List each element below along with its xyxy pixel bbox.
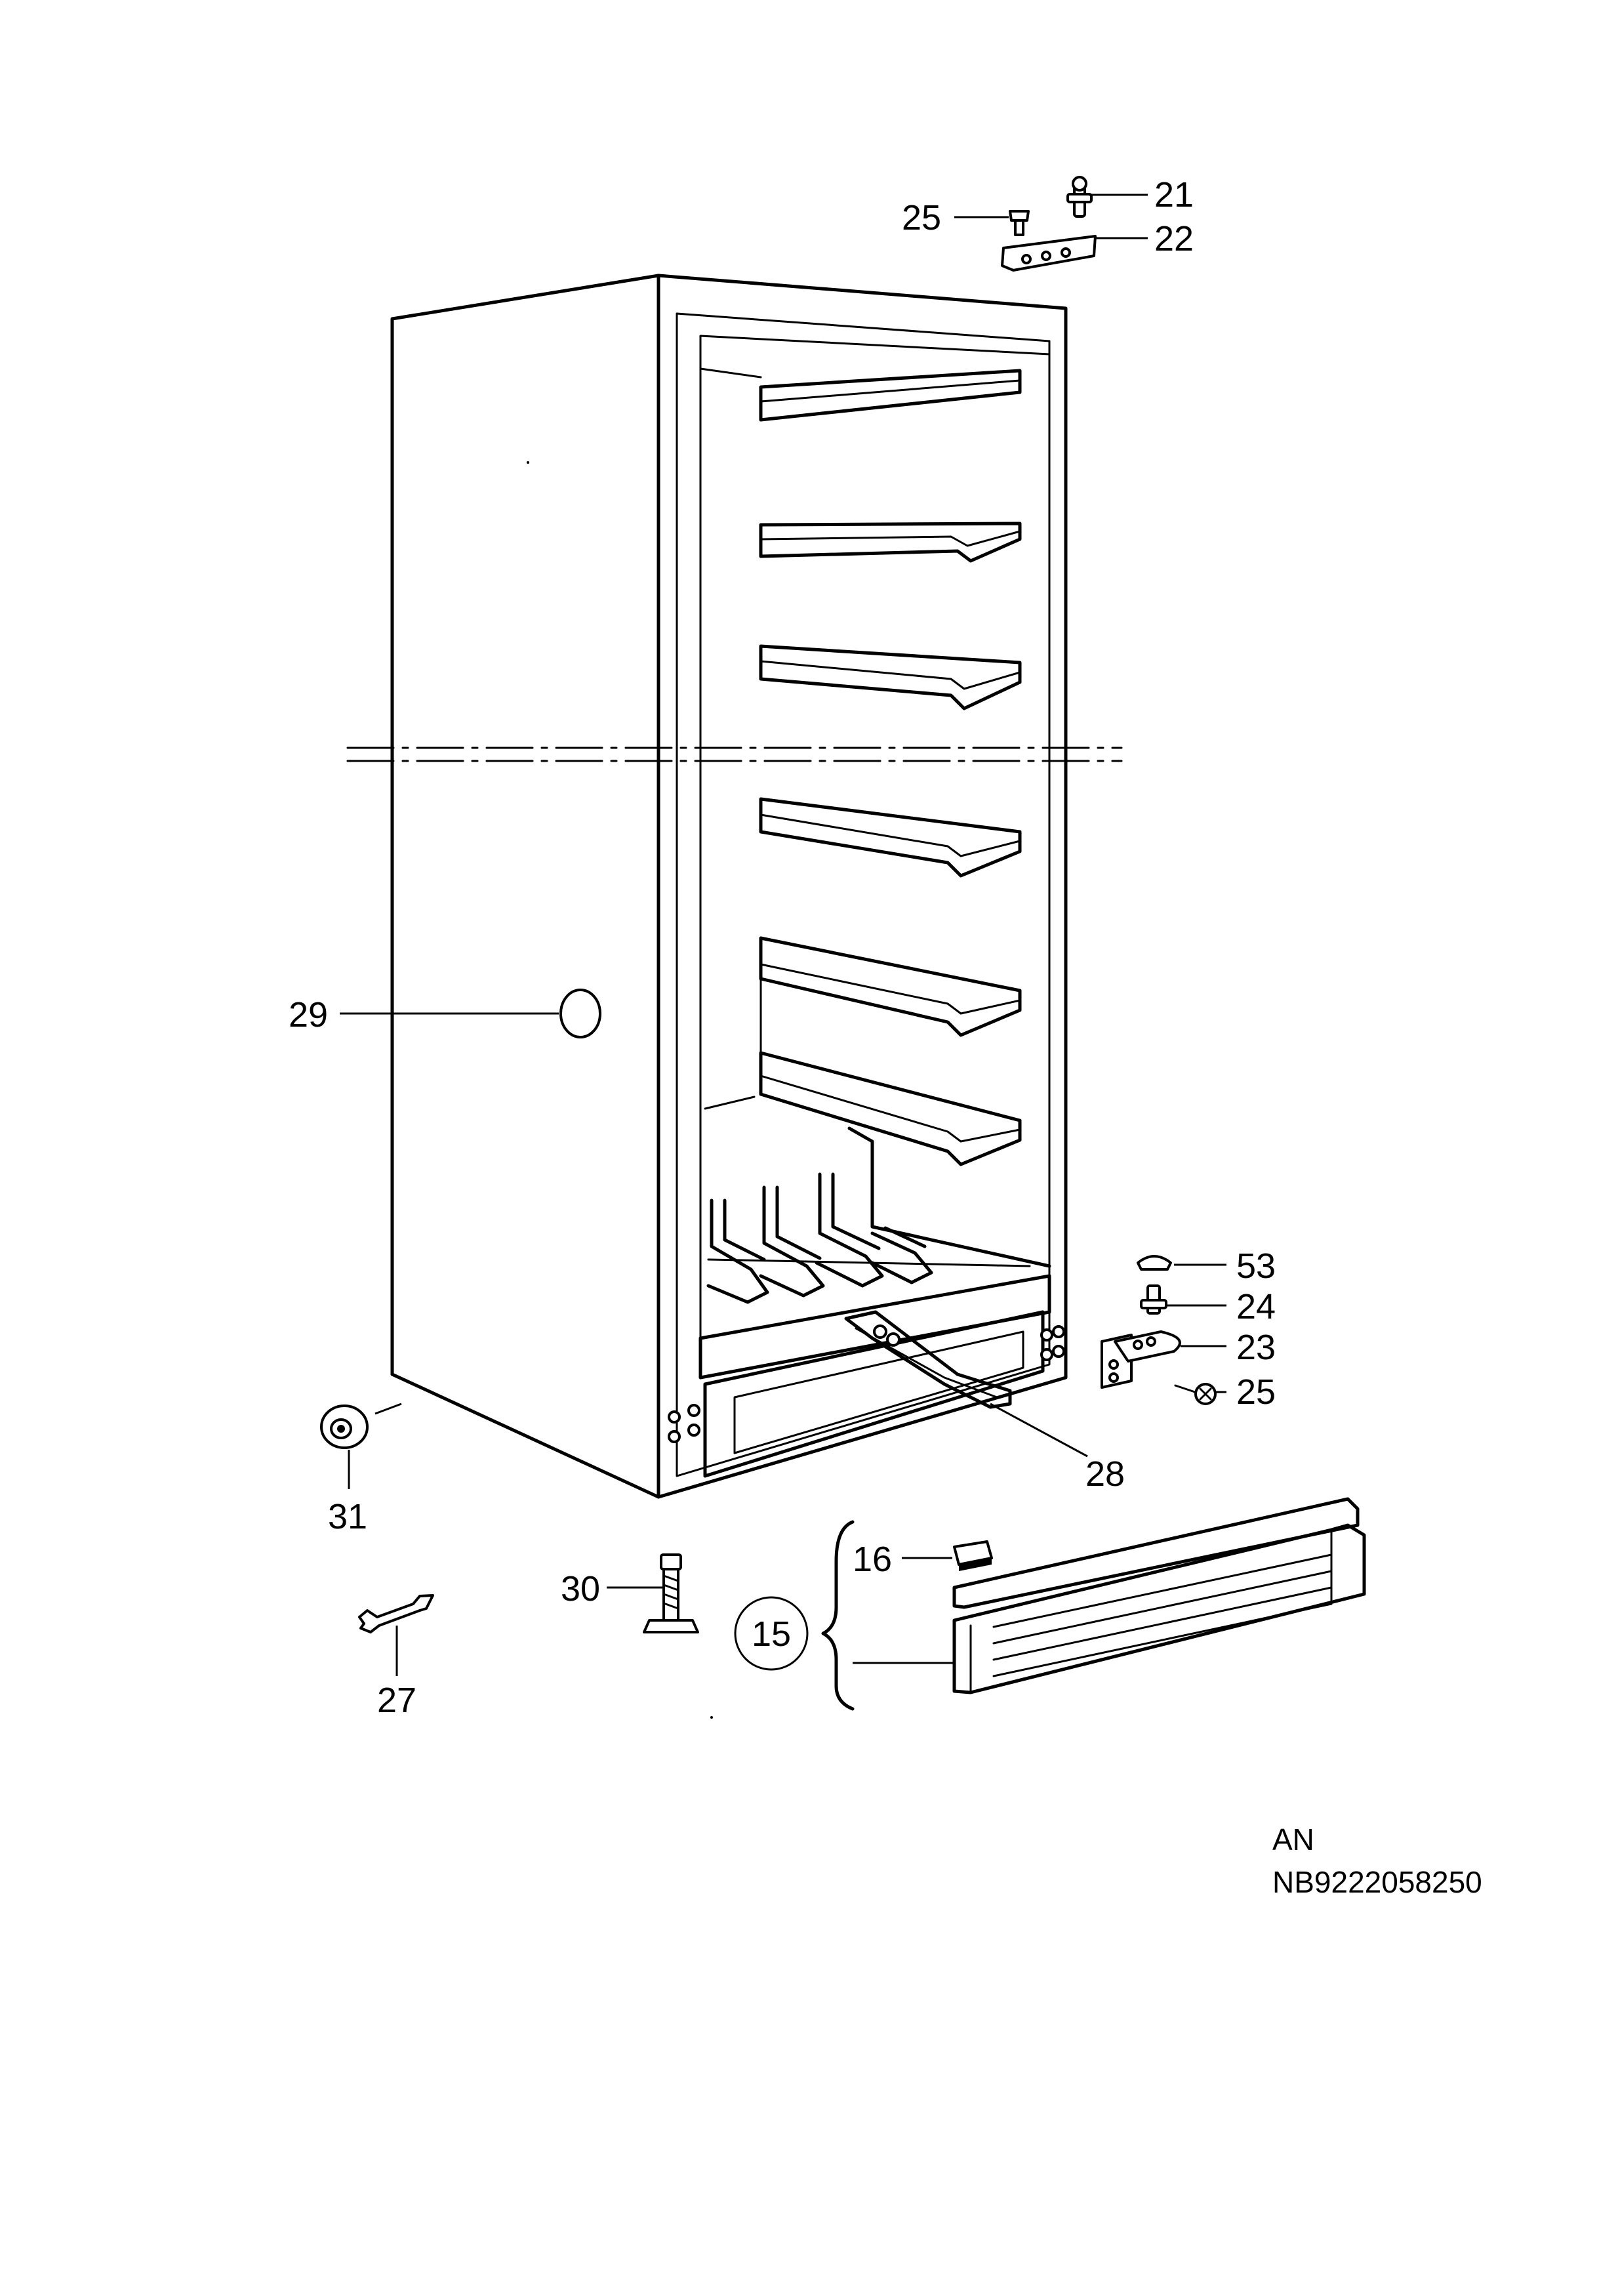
callout-28: 28 [1085,1454,1125,1494]
liner-back-edge [699,367,762,1110]
leader-28 [990,1403,1088,1458]
callout-27: 27 [377,1681,416,1720]
document-code: NB9222058250 [1272,1865,1482,1899]
part-15-kick-plate [952,1497,1366,1694]
callout-21: 21 [1154,175,1194,215]
part-53-cap [1137,1255,1172,1271]
speck-1 [527,461,529,464]
cabinet-front-frame-inner [676,312,1051,1477]
brace-15 [821,1520,855,1711]
shelf-rail-4 [759,797,1022,878]
shelf-rails [759,369,1022,1166]
callout-30: 30 [561,1569,600,1609]
part-31-foot [320,1404,369,1449]
cabinet-body [390,274,1068,1499]
frame-holes [668,1325,1065,1443]
callout-15: 15 [752,1614,791,1654]
cabinet-liner [699,335,1051,1340]
shelf-rail-1 [759,369,1022,422]
shelf-rail-2 [759,522,1022,563]
cabinet-front-frame [657,274,1068,1499]
callout-24: 24 [1236,1287,1276,1326]
shelf-rail-3 [759,644,1022,710]
callout-31: 31 [328,1497,367,1536]
callout-23: 23 [1236,1328,1276,1367]
callout-22: 22 [1154,219,1194,258]
part-24-pin [1140,1284,1167,1315]
evaporator-coils [706,1126,1051,1304]
callout-53: 53 [1236,1246,1276,1286]
part-22-top-hinge [1001,235,1097,272]
part-25-top-screw [1009,210,1030,236]
break-line [346,747,1123,762]
drain-channel [844,1310,1012,1409]
callout-16: 16 [853,1540,892,1579]
callout-15-circle [734,1596,809,1671]
part-27-spanner [358,1594,434,1633]
part-30-adjustable-foot [643,1553,699,1633]
callout-29: 29 [289,995,328,1035]
leader-31-a [374,1403,402,1415]
part-21-hinge-pin [1066,176,1093,218]
callout-25-top: 25 [902,198,941,237]
part-25-bottom-screw [1174,1383,1217,1405]
callout-25-right: 25 [1236,1372,1276,1412]
part-16-clip [953,1540,993,1571]
shelf-rail-5 [759,936,1022,1090]
model-code: AN [1272,1822,1314,1856]
part-23-bottom-hinge [1101,1330,1181,1389]
part-29-plug [559,989,601,1038]
cabinet-side-panel [390,274,660,1499]
shelf-rail-6 [759,1051,1022,1166]
callout-labels: 25 21 22 29 53 24 23 25 28 31 16 30 15 2… [289,175,1276,1720]
bottom-compartment [698,1274,1051,1478]
speck-2 [710,1716,713,1719]
